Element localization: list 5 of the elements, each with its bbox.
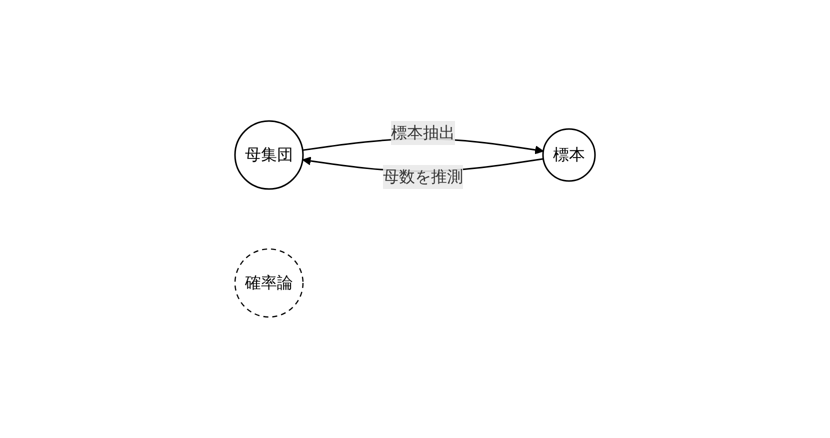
node-circle: 母集団 bbox=[234, 120, 304, 190]
node-circle: 確率論 bbox=[234, 248, 304, 318]
node-circle: 標本 bbox=[542, 128, 596, 182]
edge-label: 標本抽出 bbox=[391, 123, 456, 142]
edge-label: 母数を推測 bbox=[383, 166, 464, 186]
